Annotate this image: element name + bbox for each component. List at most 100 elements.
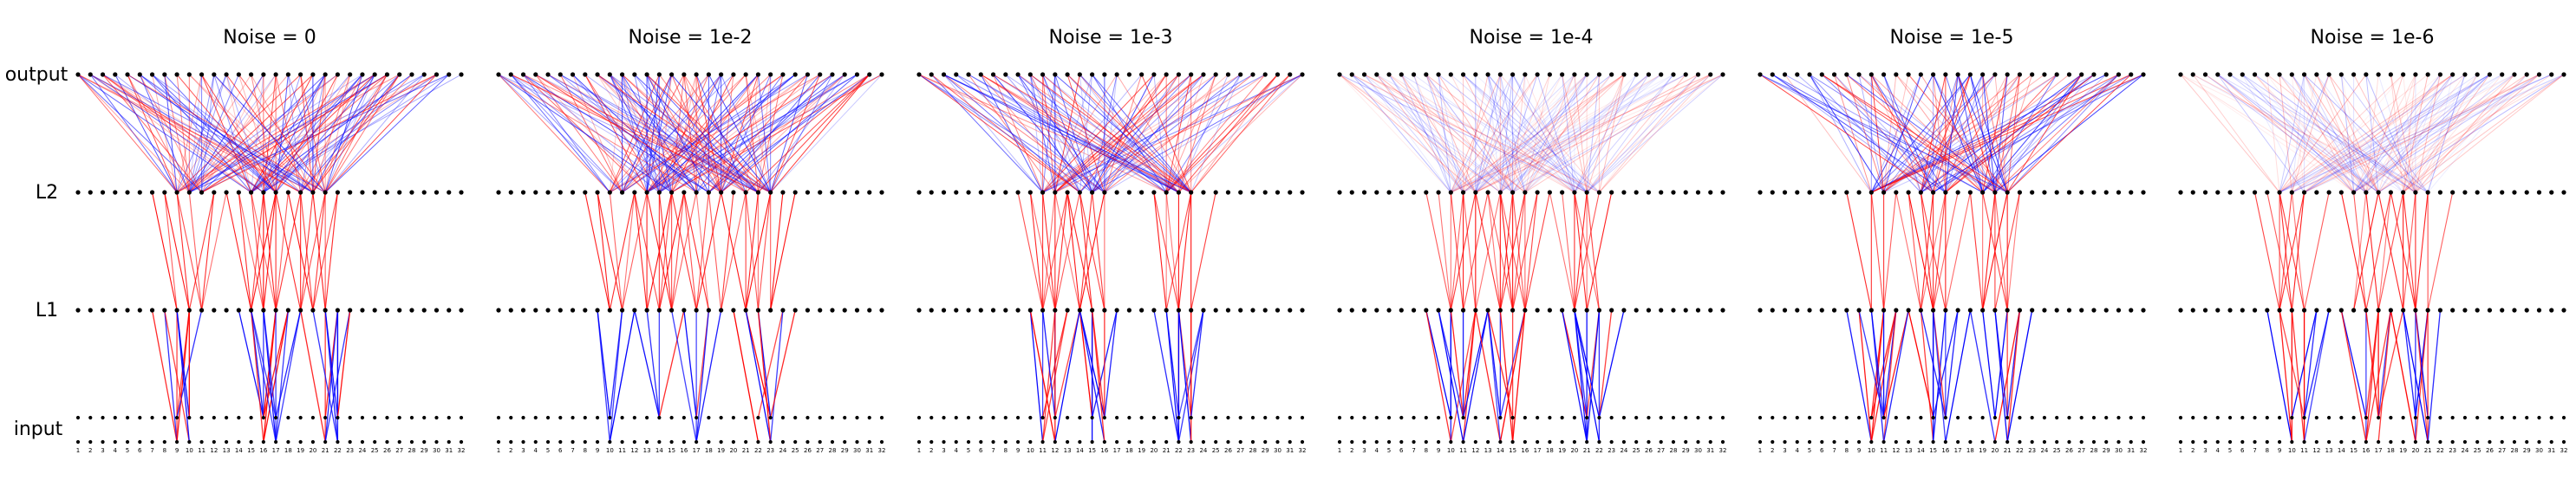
l2-node [1856,190,1862,195]
edge-l2-output [1165,74,1303,193]
edge-input-l1 [1882,309,1909,419]
output-node [1003,72,1008,77]
input-node [2364,415,2368,420]
edge-l1-l2 [1586,192,1600,311]
edge-l2-output [1190,74,1242,193]
l2-node [2103,190,2109,195]
edge-l2-output [2304,74,2453,193]
input-node [2314,415,2318,420]
input-node [2116,439,2121,445]
input-node [75,415,81,420]
input-node [101,439,105,445]
input-node [1597,415,1601,420]
output-node [1894,72,1899,77]
input-index-label: 13 [643,447,651,454]
edge-l2-output [560,74,759,193]
edge-l1-l2 [2279,192,2292,311]
l1-node [1361,308,1367,313]
edge-l2-output [213,74,314,193]
l1-node [1151,308,1157,313]
l2-node [1980,190,1986,195]
output-node [2450,72,2455,77]
input-node [1647,439,1651,445]
input-index-label: 3 [2203,447,2207,454]
input-index-label: 10 [606,447,614,454]
input-node [1869,439,1874,445]
input-node [2401,415,2405,420]
edge-l2-output [2279,74,2403,193]
edge-l2-output [312,74,388,193]
l2-node [1300,190,1305,195]
input-node [348,439,352,445]
edge-l1-l2 [164,192,190,311]
input-node [2067,439,2071,445]
edge-l1-l2 [152,192,178,311]
input-index-label: 25 [371,447,379,454]
output-node [348,72,353,77]
edge-l2-output [523,74,672,193]
edge-l2-output [943,74,1043,193]
edge-l2-output [2403,74,2565,193]
input-index-label: 25 [2474,447,2481,454]
l2-node [174,190,179,195]
l1-node [2338,308,2344,313]
edge-l2-output [1574,74,1637,193]
input-node [2351,415,2356,420]
input-index-label: 23 [1187,447,1195,454]
input-index-label: 12 [1051,447,1059,454]
l1-node [2549,308,2554,313]
l2-node [2079,190,2084,195]
edge-l2-output [1066,74,1105,193]
input-node [1720,439,1725,445]
input-node [1424,439,1428,445]
output-node [1646,72,1652,77]
input-node [1350,439,1354,445]
input-index-label: 27 [2077,447,2085,454]
output-node [916,72,922,77]
input-node [707,415,711,420]
edge-l2-output [523,74,610,193]
edge-l2-output [2180,74,2280,193]
input-node [1461,415,1465,420]
input-index-label: 10 [186,447,193,454]
edge-l2-output [1994,74,2008,193]
input-node [1992,439,1998,445]
input-node [2339,439,2344,445]
output-node [632,72,637,77]
l2-node [706,190,711,195]
edge-l2-output [2180,74,2354,193]
input-node [855,415,859,420]
input-node [1881,439,1886,445]
edge-l2-output [2229,74,2429,193]
input-index-label: 7 [571,447,574,454]
edge-l2-output [139,74,203,193]
input-node [336,415,340,420]
input-node [1250,415,1255,420]
output-node [186,72,192,77]
edge-input-l1 [176,309,190,443]
l2-node [2289,190,2294,195]
input-index-label: 12 [630,447,638,454]
edge-l2-output [1599,74,1699,193]
edge-input-l1 [164,309,178,443]
input-index-label: 4 [2216,447,2221,454]
edge-input-l1 [1425,309,1451,443]
output-node [1238,72,1243,77]
input-index-label: 26 [383,447,391,454]
edge-l2-output [2180,74,2367,193]
edge-l2-output [2403,74,2441,193]
l1-node [978,308,983,313]
edge-l1-l2 [2353,192,2379,311]
edge-l2-output [2304,74,2367,193]
l2-node [1189,190,1194,195]
l2-node [2351,190,2357,195]
l1-node [1758,308,1763,313]
input-node [88,415,93,420]
edge-l2-output [1376,74,1464,193]
input-node [657,439,662,445]
edge-l2-output [1177,74,1216,193]
output-node [2091,72,2097,77]
input-node [1461,439,1465,445]
output-node [236,72,241,77]
l2-node [323,190,328,195]
